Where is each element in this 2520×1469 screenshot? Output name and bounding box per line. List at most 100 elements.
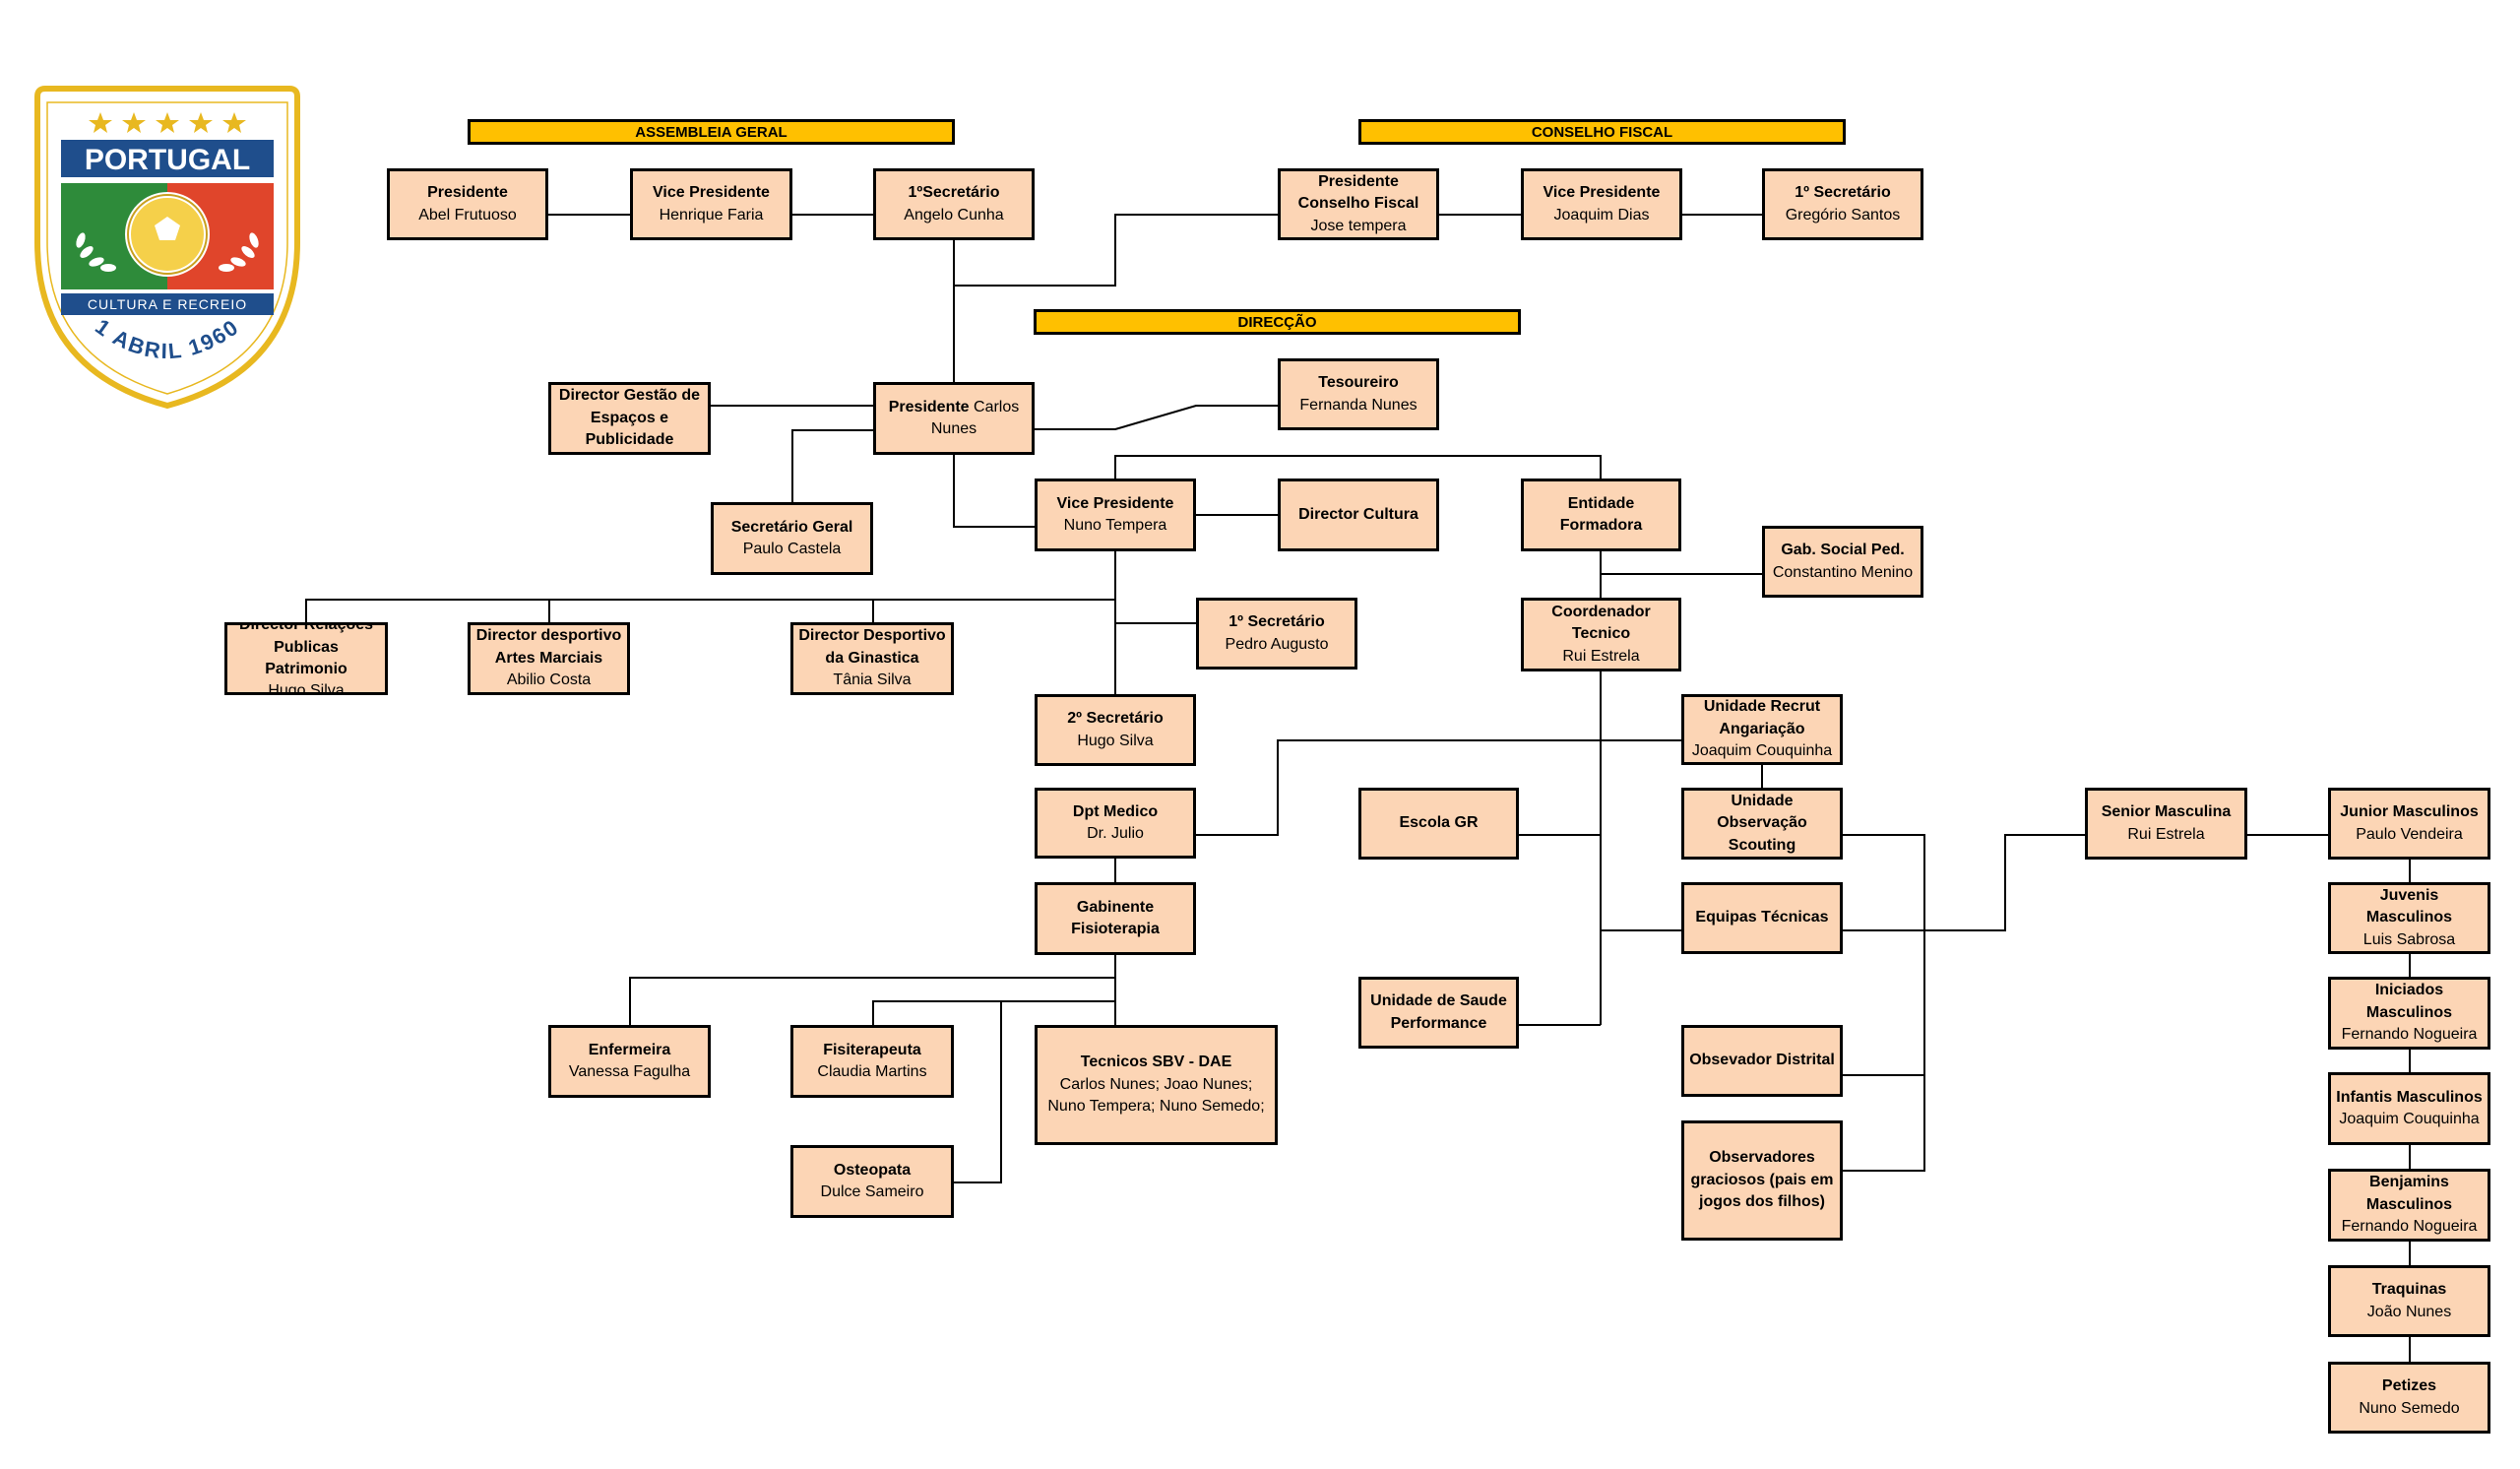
box-person: Jose tempera	[1310, 217, 1407, 234]
org-box-presidente: Presidente Carlos Nunes	[873, 382, 1035, 455]
org-box-tecnicos-sbv: Tecnicos SBV - DAE Carlos Nunes; Joao Nun…	[1035, 1025, 1278, 1145]
box-person: Paulo Vendeira	[2356, 825, 2463, 843]
org-box-gab-fisio: Gabinente Fisioterapia	[1035, 882, 1196, 955]
box-person: Claudia Martins	[817, 1063, 927, 1080]
box-title: Vice Presidente	[653, 184, 770, 202]
club-logo: PORTUGAL CULTURA E RECREIO 1 ABRIL 1960	[34, 86, 300, 410]
box-title: Director Cultura	[1298, 505, 1418, 523]
org-box-entidade-formadora: Entidade Formadora	[1521, 479, 1681, 551]
box-title: 2º Secretário	[1067, 710, 1164, 728]
box-title: Escola GR	[1399, 814, 1479, 832]
box-person: Fernando Nogueira	[2341, 1218, 2478, 1236]
laurel-right-icon	[219, 232, 259, 272]
banner-assembleia-geral: ASSEMBLEIA GERAL	[468, 119, 955, 145]
box-title: Gabinente Fisioterapia	[1071, 898, 1160, 937]
box-person: Luis Sabrosa	[2362, 930, 2456, 948]
box-title: Vice Presidente	[1543, 184, 1661, 202]
box-person: Paulo Castela	[742, 541, 842, 557]
box-title: Tecnicos SBV - DAE	[1080, 1054, 1232, 1071]
org-box-unidade-obs: Unidade Observação Scouting	[1681, 788, 1843, 860]
box-title: Entidade Formadora	[1559, 494, 1643, 534]
box-title: Secretário Geral	[730, 518, 853, 536]
box-title: Coordenador Tecnico	[1551, 603, 1651, 643]
box-title: Presidente	[427, 184, 508, 202]
box-title: Unidade de Saude Performance	[1370, 992, 1507, 1032]
box-title: Unidade Observação Scouting	[1717, 792, 1807, 854]
box-title: Tesoureiro	[1318, 374, 1399, 392]
box-person: Fernanda Nunes	[1299, 396, 1418, 414]
box-title: Iniciados Masculinos	[2365, 982, 2453, 1021]
box-title: Obsevador Distrital	[1689, 1052, 1835, 1069]
box-person: Abel Frutuoso	[418, 206, 517, 224]
box-person: Hugo Silva	[1077, 732, 1154, 749]
box-person: Carlos Nunes	[930, 398, 1020, 437]
box-title: 1º Secretário	[1228, 613, 1325, 631]
box-title: Gab. Social Ped.	[1781, 542, 1905, 559]
logo-name: PORTUGAL	[85, 144, 250, 176]
org-box-dir-cultura: Director Cultura	[1278, 479, 1439, 551]
logo-subtitle: CULTURA E RECREIO	[88, 296, 247, 312]
box-title: Juvenis Masculinos	[2365, 886, 2453, 926]
box-title: 1ºSecretário	[908, 184, 1000, 202]
box-person: Gregório Santos	[1785, 206, 1901, 224]
box-title: Junior Masculinos	[2340, 803, 2479, 821]
org-box-escola-gr: Escola GR	[1358, 788, 1519, 860]
box-person: Henrique Faria	[659, 206, 764, 224]
box-person: Hugo Silva	[268, 682, 345, 695]
box-person: Dr. Julio	[1087, 825, 1144, 842]
box-title: Fisiterapeuta	[823, 1041, 921, 1058]
box-title: Director Desportivo da Ginastica	[798, 627, 946, 667]
box-person: Nuno Semedo	[2359, 1399, 2460, 1417]
box-title: Petizes	[2381, 1377, 2437, 1395]
box-title: Unidade Recrut Angariação	[1703, 698, 1821, 737]
box-person: Joaquim Couquinha	[1691, 742, 1833, 760]
box-title: Equipas Técnicas	[1695, 909, 1829, 926]
box-person: Carlos Nunes; Joao Nunes; Nuno Tempera; …	[1047, 1075, 1265, 1116]
box-person: Dulce Sameiro	[820, 1183, 924, 1200]
org-box-cf-presidente: Presidente Conselho Fiscal Jose tempera	[1278, 168, 1439, 240]
org-box-observador-distrital: Obsevador Distrital	[1681, 1025, 1843, 1097]
box-person: Rui Estrela	[2127, 825, 2205, 843]
org-box-dir-gestao: Director Gestão de Espaços e Publicidade	[548, 382, 711, 455]
box-person: Joaquim Couquinha	[2339, 1111, 2480, 1127]
soccer-ball-icon	[125, 192, 210, 277]
box-title: Observadores graciosos (pais em jogos do…	[1690, 1149, 1834, 1211]
box-person: João Nunes	[2366, 1303, 2452, 1320]
org-box-gab-social: Gab. Social Ped. Constantino Menino	[1762, 526, 1923, 598]
box-person: Joaquim Dias	[1553, 206, 1650, 224]
box-title: Director Relações Publicas Patrimonio	[238, 622, 374, 677]
box-title: Senior Masculina	[2101, 803, 2232, 821]
box-title: Presidente Conselho Fiscal	[1297, 172, 1419, 213]
box-title: Vice Presidente	[1056, 494, 1174, 512]
banner-conselho-fiscal: CONSELHO FISCAL	[1358, 119, 1846, 145]
box-title: Enfermeira	[588, 1041, 671, 1058]
org-box-unidade-saude: Unidade de Saude Performance	[1358, 977, 1519, 1049]
box-title: Director desportivo Artes Marciais	[475, 627, 622, 667]
box-person: Pedro Augusto	[1225, 635, 1329, 653]
box-person: Rui Estrela	[1562, 647, 1640, 665]
laurel-left-icon	[76, 232, 116, 272]
banner-direccao: DIRECÇÃO	[1034, 309, 1521, 335]
box-person: Constantino Menino	[1772, 563, 1914, 581]
box-title: Dpt Medico	[1072, 802, 1159, 820]
